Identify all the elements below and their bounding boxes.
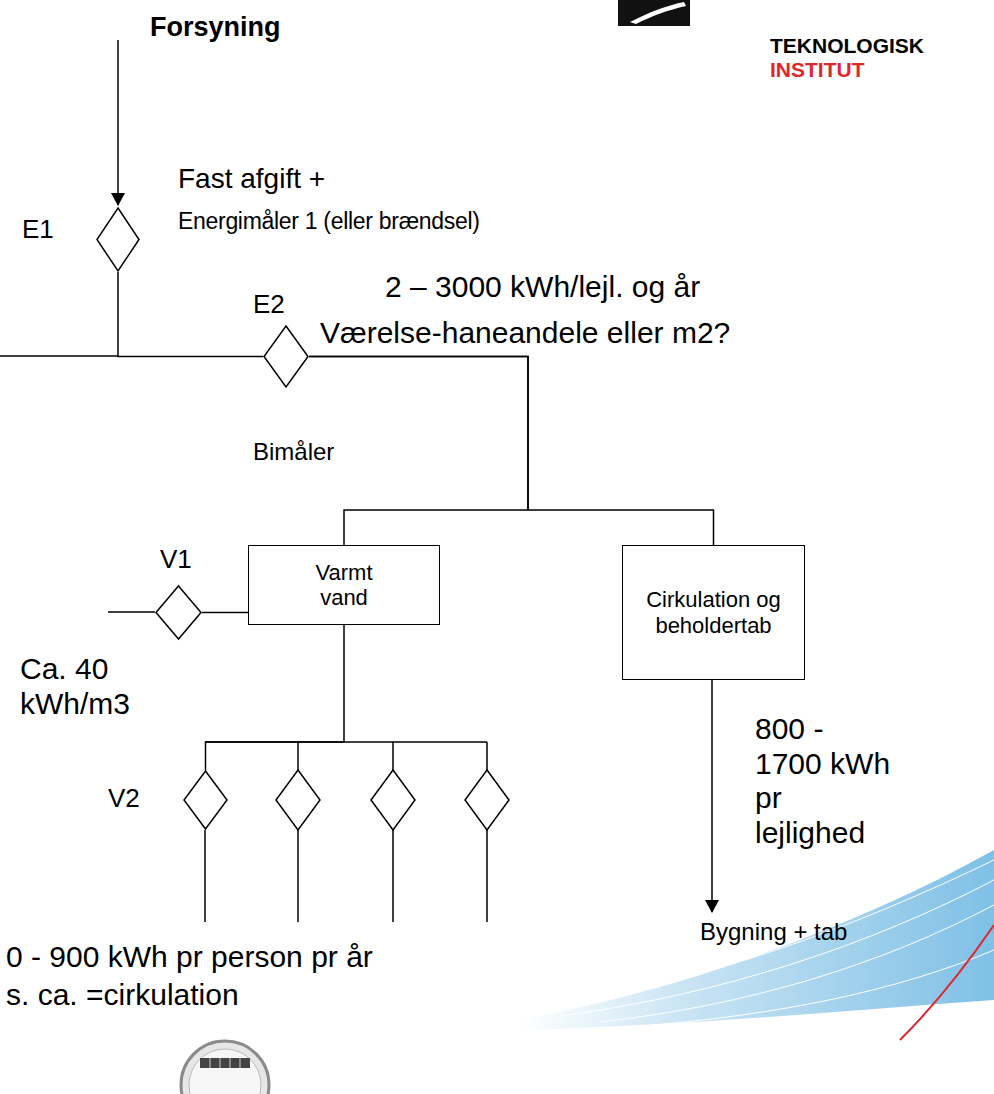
meter-diamond <box>276 770 320 830</box>
meter-picture <box>230 1058 231 1068</box>
loss-arrow <box>711 680 713 912</box>
meter-picture <box>240 1058 241 1068</box>
meter-picture <box>181 1041 269 1094</box>
connector <box>118 272 263 357</box>
outlet-line <box>204 830 206 922</box>
meter-diamond <box>371 770 415 830</box>
meter-label: E2 <box>253 290 285 320</box>
diamond-outline <box>264 326 308 387</box>
meter-diamond: E1 <box>96 207 140 272</box>
box-label: Cirkulation og beholdertab <box>644 587 784 638</box>
meter-caption: Bimåler <box>253 438 334 466</box>
logo-mark <box>618 0 690 26</box>
box-text: Cirkulation og beholdertab <box>644 587 784 638</box>
outlet-line <box>297 830 299 922</box>
connector <box>202 612 248 614</box>
meter-diamond <box>465 770 509 830</box>
annotation: Ca. 40 kWh/m3 <box>20 652 180 721</box>
meter-picture <box>210 1058 211 1068</box>
annotation: Fast afgift + <box>178 163 325 195</box>
diagram-title: Forsyning <box>150 12 281 43</box>
outlet-line <box>486 830 488 922</box>
annotation: 2 – 3000 kWh/lejl. og år <box>385 270 700 305</box>
supply-arrow <box>117 40 119 205</box>
logo-text: INSTITUT <box>770 58 865 82</box>
meter-diamond: V2 <box>183 770 228 830</box>
diamond-outline <box>183 770 228 830</box>
swoosh <box>520 850 994 1030</box>
distribution-line <box>486 742 488 770</box>
logo-text: TEKNOLOGISK <box>770 34 924 58</box>
process-box: Cirkulation og beholdertab <box>622 545 805 680</box>
annotation: Værelse-haneandele eller m2? <box>320 316 730 349</box>
distribution-line <box>392 742 394 770</box>
process-box: Varmt vand <box>248 545 440 625</box>
logo-mark <box>630 2 686 24</box>
diamond-outline <box>97 208 139 271</box>
box-label: Varmt vand <box>299 560 389 611</box>
annotation: 0 - 900 kWh pr person pr år <box>6 940 373 975</box>
swoosh-accent <box>900 925 994 1040</box>
connector <box>206 625 345 770</box>
outlet-line <box>392 830 394 922</box>
branch-line <box>0 355 118 357</box>
diamond-outline <box>184 771 227 829</box>
diamond-outline <box>156 586 201 639</box>
swoosh <box>600 905 994 1022</box>
annotation: 800 - 1700 kWh pr lejlighed <box>755 712 895 850</box>
annotation: Energimåler 1 (eller brændsel) <box>178 208 480 234</box>
meter-picture <box>189 1049 261 1094</box>
annotation: s. ca. =cirkulation <box>6 978 239 1013</box>
annotation: Bygning + tab <box>700 918 847 946</box>
meter-label: V2 <box>108 784 140 814</box>
meter-diamond: V1 <box>155 585 202 640</box>
diamond-outline <box>263 325 309 388</box>
swoosh <box>560 880 994 1016</box>
meter-label: V1 <box>160 545 192 575</box>
swoosh <box>640 950 994 1026</box>
connector <box>309 357 714 546</box>
feed-line <box>108 611 155 613</box>
connector <box>309 357 528 546</box>
box-text: Varmt vand <box>299 560 389 611</box>
meter-diamond: E2Bimåler <box>263 325 309 388</box>
diamond-outline <box>155 585 202 640</box>
diamond-outline <box>96 207 140 272</box>
meter-picture <box>200 1058 250 1068</box>
meter-label: E1 <box>22 215 54 245</box>
swoosh <box>540 860 994 1008</box>
distribution-line <box>297 742 299 770</box>
meter-picture <box>220 1058 221 1068</box>
